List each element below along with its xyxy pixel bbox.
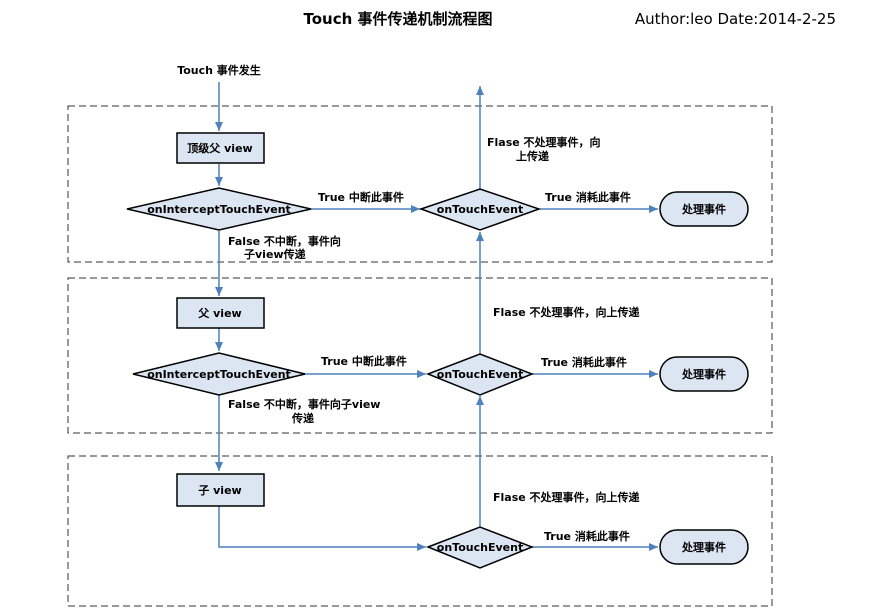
- diagram-title: Touch 事件传递机制流程图: [303, 10, 492, 28]
- node-ontouch-2-label: onTouchEvent: [437, 368, 523, 381]
- node-intercept-1: [126, 187, 312, 231]
- start-label: Touch 事件发生: [177, 63, 261, 77]
- author-date: Author:leo Date:2014-2-25: [635, 10, 836, 28]
- group-top-parent: [67, 105, 773, 263]
- node-parent-view: [176, 297, 265, 329]
- node-intercept-2-label: onInterceptTouchEvent: [147, 368, 291, 381]
- node-intercept-1-label: onInterceptTouchEvent: [147, 203, 291, 216]
- node-handle-3: [659, 529, 749, 565]
- arrows: [215, 82, 658, 551]
- node-handle-1-label: 处理事件: [681, 202, 726, 216]
- node-child-view-label: 子 view: [198, 484, 241, 497]
- edge-false-down-1-line1: False 不中断，事件向: [228, 234, 341, 248]
- group-parent: [67, 277, 773, 434]
- node-ontouch-1-label: onTouchEvent: [437, 203, 523, 216]
- edge-true-intercept-1: True 中断此事件: [318, 190, 404, 204]
- node-ontouch-2: [425, 353, 535, 396]
- edge-true-consume-1: True 消耗此事件: [545, 190, 631, 204]
- node-handle-2: [659, 356, 749, 392]
- node-intercept-2: [132, 352, 306, 396]
- node-handle-1: [659, 191, 749, 227]
- node-ontouch-3-label: onTouchEvent: [437, 541, 523, 554]
- edge-false-down-1-line2: 子view传递: [244, 247, 306, 261]
- node-handle-2-label: 处理事件: [681, 367, 726, 381]
- edge-false-down-2-line1: False 不中断，事件向子view: [228, 397, 380, 411]
- edge-false-up-1-line2: 上传递: [516, 149, 549, 163]
- arrow-child-to-ontouch3: [218, 506, 426, 551]
- node-top-parent-view-label: 顶级父 view: [187, 141, 252, 155]
- group-child: [67, 455, 773, 607]
- edge-false-up-2: Flase 不处理事件，向上传递: [493, 305, 640, 319]
- node-child-view: [176, 473, 265, 507]
- node-handle-3-label: 处理事件: [681, 540, 726, 554]
- edge-false-down-2-line2: 传递: [291, 411, 314, 425]
- edge-false-up-1-line1: Flase 不处理事件，向: [487, 135, 601, 149]
- node-ontouch-1: [418, 188, 542, 231]
- edge-true-intercept-2: True 中断此事件: [321, 354, 407, 368]
- node-parent-view-label: 父 view: [197, 307, 241, 320]
- edge-true-consume-2: True 消耗此事件: [541, 355, 627, 369]
- node-ontouch-3: [425, 526, 535, 569]
- edge-false-up-3: Flase 不处理事件，向上传递: [493, 490, 640, 504]
- edge-true-consume-3: True 消耗此事件: [544, 529, 630, 543]
- node-top-parent-view: [176, 132, 265, 164]
